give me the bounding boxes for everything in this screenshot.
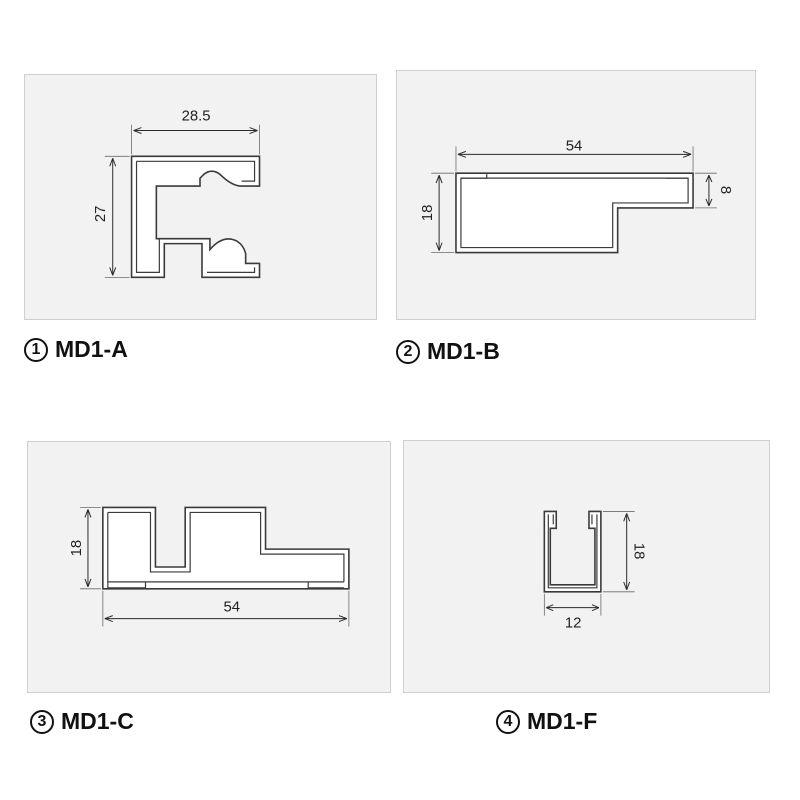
dim-width-label: 54 [566, 138, 583, 154]
dim-width-label: 54 [224, 600, 241, 616]
dim-height-label: 18 [69, 540, 85, 557]
profile-drawing-md1-f: 18 12 [543, 510, 647, 632]
caption-md1-b: 2 MD1-B [396, 338, 500, 365]
dim-height-label: 18 [420, 205, 436, 222]
panel-md1-b: 54 18 8 [396, 70, 756, 320]
profile-name: MD1-F [527, 708, 598, 734]
panel-md1-a: 28.5 27 [24, 74, 377, 320]
profile-name: MD1-A [55, 336, 128, 362]
profile-drawing-md1-a: 28.5 27 [93, 109, 261, 279]
profile-name: MD1-B [427, 338, 500, 364]
profile-md1-f [543, 510, 602, 593]
dim-width-label: 12 [565, 616, 582, 632]
dim-height-label: 18 [631, 543, 647, 560]
profile-md1-b [455, 172, 694, 254]
panel-md1-c: 18 54 [27, 441, 391, 693]
caption-md1-f: 4 MD1-F [496, 708, 597, 735]
caption-md1-c: 3 MD1-C [30, 708, 134, 735]
panel-md1-f: 18 12 [403, 440, 770, 693]
profile-md1-a [130, 155, 261, 279]
number-badge: 3 [30, 709, 54, 734]
dim-width-label: 28.5 [182, 109, 211, 125]
caption-md1-a: 1 MD1-A [24, 336, 128, 363]
number-badge: 2 [396, 339, 420, 364]
number-badge: 1 [24, 337, 48, 362]
profile-name: MD1-C [61, 708, 134, 734]
number-badge: 4 [496, 709, 520, 734]
profile-md1-c [102, 506, 350, 590]
dim-height-label: 27 [93, 206, 109, 223]
dim-lip-label: 8 [717, 186, 733, 194]
profile-drawing-md1-c: 18 54 [69, 506, 350, 627]
profile-drawing-md1-b: 54 18 8 [420, 138, 733, 254]
